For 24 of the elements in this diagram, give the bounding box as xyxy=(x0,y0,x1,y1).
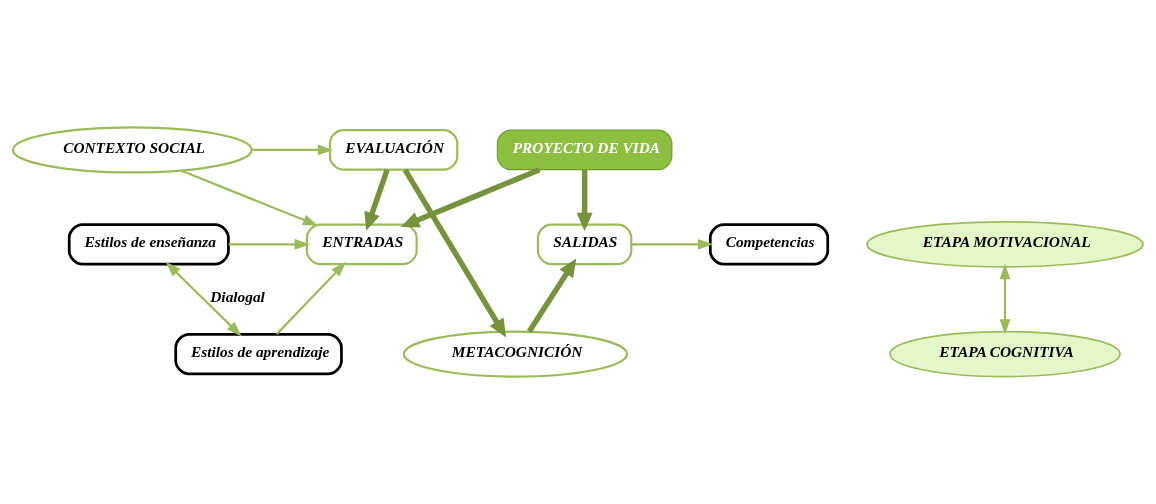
arrow xyxy=(400,167,541,228)
node-box: EVALUACIÓN xyxy=(328,129,459,171)
arrow xyxy=(228,238,310,250)
node-box: ENTRADAS xyxy=(305,223,418,266)
node-ellipse: ETAPA COGNITIVA xyxy=(889,330,1121,378)
arrow xyxy=(576,169,593,232)
node-ellipse: CONTEXTO SOCIAL xyxy=(11,126,253,174)
node-ellipse: METACOGNICIÓN xyxy=(402,330,629,378)
node-box: PROYECTO DE VIDA xyxy=(496,129,673,171)
node-box: Estilos de enseñanza xyxy=(67,223,230,266)
node-box: Estilos de aprendizaje xyxy=(174,332,343,376)
arrow xyxy=(526,258,577,333)
arrow xyxy=(364,168,390,231)
arrow xyxy=(631,238,714,250)
node-box: Competencias xyxy=(708,223,830,266)
node-ellipse: ETAPA MOTIVACIONAL xyxy=(866,220,1144,268)
node-box: SALIDAS xyxy=(536,223,633,266)
arrow xyxy=(165,261,242,337)
arrow xyxy=(402,168,507,338)
arrow xyxy=(252,144,334,156)
arrow xyxy=(180,169,319,226)
arrow xyxy=(275,261,347,335)
arrow xyxy=(999,263,1011,335)
edge-label: Dialogal xyxy=(210,288,265,306)
